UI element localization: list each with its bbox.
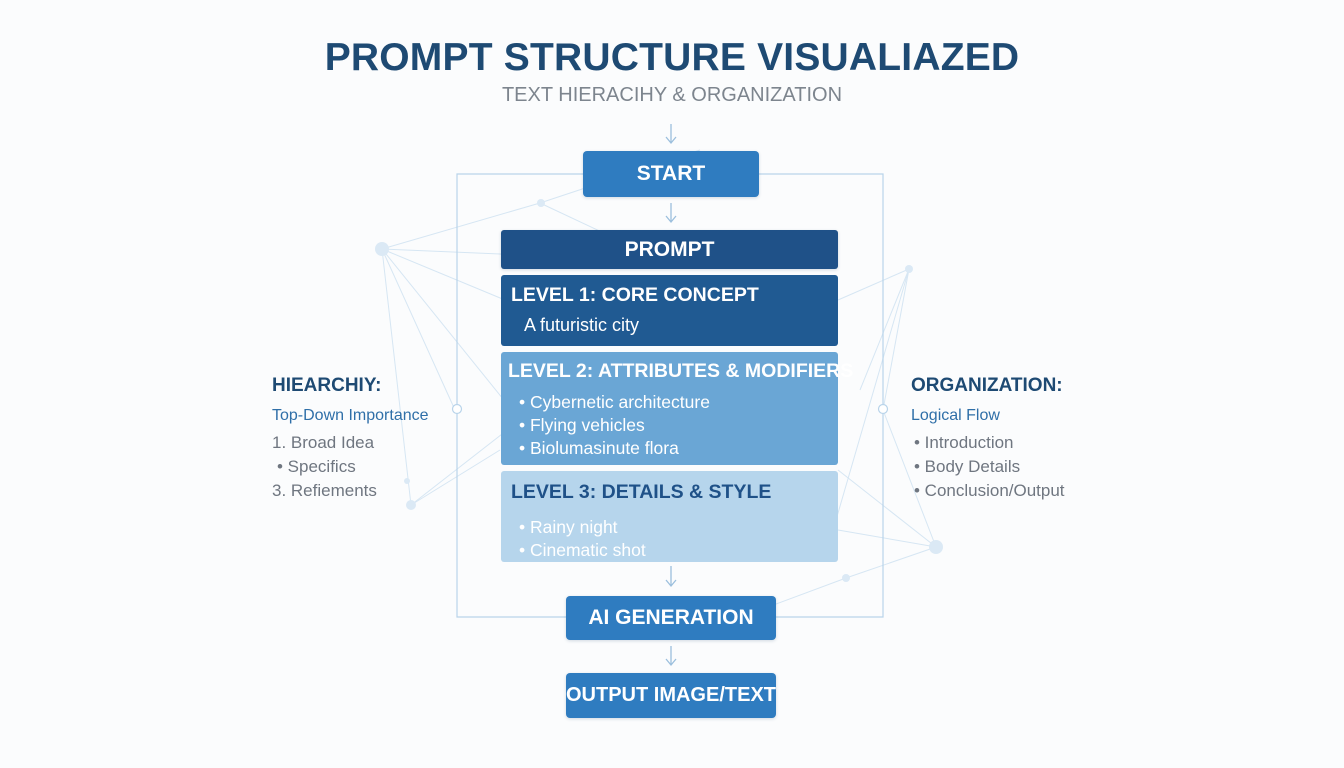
- start-label: START: [636, 162, 706, 185]
- flow-arrows: [665, 124, 677, 667]
- output-label: OUTPUT IMAGE/TEXT: [566, 684, 776, 706]
- hierarchy-item: • Specifics: [277, 457, 356, 476]
- level-3-list: • Rainy night • Cinematic shot: [511, 516, 838, 562]
- frame-connector: [456, 173, 884, 618]
- hierarchy-list: 1. Broad Idea • Specifics 3. Refiements: [272, 431, 429, 503]
- hierarchy-title: HIEARCHIY:: [272, 375, 382, 396]
- organization-title: ORGANIZATION:: [911, 375, 1063, 396]
- organization-item: • Introduction: [914, 433, 1014, 452]
- level-1-item: A futuristic city: [524, 315, 640, 335]
- level-1-title: LEVEL 1: CORE CONCEPT: [511, 284, 759, 306]
- ai-generation-box: AI GENERATION: [566, 596, 776, 640]
- organization-list: • Introduction • Body Details • Conclusi…: [911, 431, 1065, 503]
- organization-panel: ORGANIZATION: Logical Flow • Introductio…: [911, 375, 1065, 503]
- hierarchy-item: 1. Broad Idea: [272, 433, 375, 452]
- level-3-box: LEVEL 3: DETAILS & STYLE • Rainy night •…: [501, 471, 838, 562]
- hierarchy-item: 3. Refiements: [272, 481, 377, 500]
- level-3-item: • Rainy night: [519, 517, 618, 537]
- level-2-item: • Flying vehicles: [519, 415, 645, 435]
- page-subtitle: TEXT HIERACIHY & ORGANIZATION: [501, 84, 843, 106]
- level-2-title: LEVEL 2: ATTRIBUTES & MODIFIERS: [508, 360, 854, 382]
- hierarchy-panel: HIEARCHIY: Top-Down Importance 1. Broad …: [272, 375, 429, 503]
- level-2-box: LEVEL 2: ATTRIBUTES & MODIFIERS • Cybern…: [501, 352, 854, 465]
- level-2-item: • Biolumasinute flora: [519, 438, 679, 458]
- level-3-item: • Cinematic shot: [519, 540, 646, 560]
- ai-generation-label: AI GENERATION: [588, 606, 754, 629]
- level-3-title: LEVEL 3: DETAILS & STYLE: [511, 481, 772, 503]
- prompt-label: PROMPT: [624, 237, 715, 261]
- level-2-list: • Cybernetic architecture • Flying vehic…: [511, 391, 838, 460]
- hierarchy-subtitle: Top-Down Importance: [272, 407, 429, 424]
- page-title: PROMPT STRUCTURE VISUALIAZED: [324, 36, 1020, 79]
- level-2-item: • Cybernetic architecture: [519, 392, 710, 412]
- prompt-box: PROMPT: [501, 230, 838, 269]
- level-1-box: LEVEL 1: CORE CONCEPT A futuristic city: [501, 275, 838, 346]
- organization-subtitle: Logical Flow: [911, 407, 1000, 424]
- organization-item: • Body Details: [914, 457, 1021, 476]
- output-box: OUTPUT IMAGE/TEXT: [566, 673, 776, 718]
- start-box: START: [583, 151, 759, 197]
- organization-item: • Conclusion/Output: [914, 481, 1065, 500]
